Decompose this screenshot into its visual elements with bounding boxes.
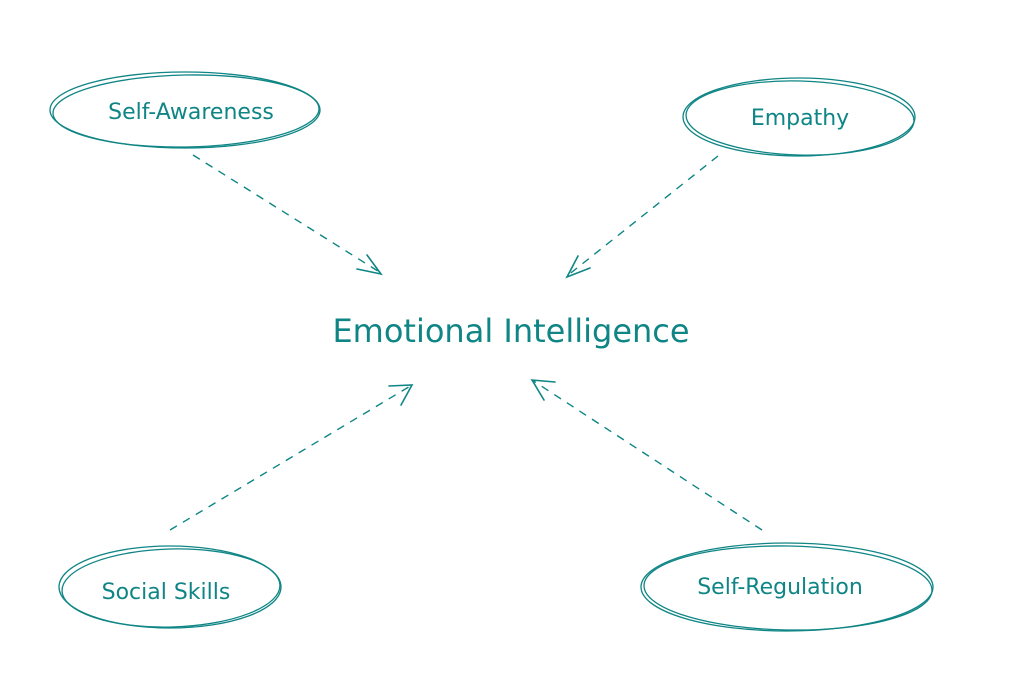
node-self-awareness-outline-sketch [52,74,320,148]
node-social-skills[interactable]: Social Skills [58,545,282,630]
node-self-regulation-outline-sketch [643,545,933,631]
arrowhead-icon [388,384,414,406]
edge-self-awareness-to-center [192,154,383,276]
edge-empathy-to-center [565,155,719,279]
center-node-label[interactable]: Emotional Intelligence [332,312,689,350]
edge-line [531,379,763,531]
edge-line [566,155,719,277]
node-self-awareness-label: Self-Awareness [108,100,274,125]
edge-line [169,384,413,531]
node-empathy-outline [682,77,916,157]
arrowhead-icon [356,254,383,276]
edge-line [192,154,382,274]
node-empathy-outline-sketch [685,80,915,156]
node-self-regulation[interactable]: Self-Regulation [640,542,934,633]
node-self-awareness-outline [49,71,321,149]
node-empathy-label: Empathy [751,106,849,131]
node-self-regulation-label: Self-Regulation [697,575,863,600]
node-empathy[interactable]: Empathy [682,77,916,158]
node-self-awareness[interactable]: Self-Awareness [49,71,321,149]
node-social-skills-label: Social Skills [102,580,231,605]
edge-social-skills-to-center [169,384,414,531]
node-social-skills-outline [58,545,282,629]
edge-self-regulation-to-center [530,379,763,531]
arrowhead-icon [530,379,556,401]
node-self-regulation-outline [640,542,934,632]
node-social-skills-outline-sketch [61,548,281,628]
arrowhead-icon [565,255,591,279]
